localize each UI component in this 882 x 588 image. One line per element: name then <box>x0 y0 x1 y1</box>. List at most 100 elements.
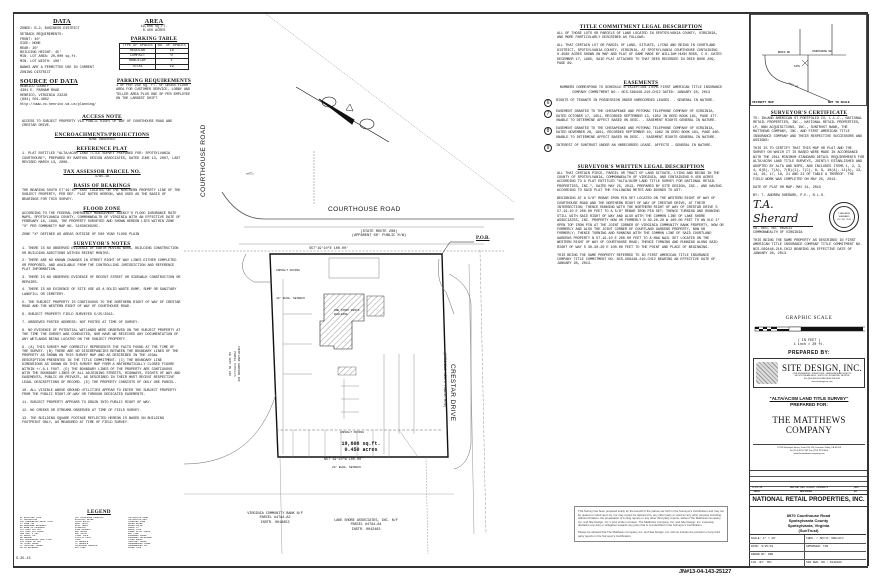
flood-zone-note: ZONE "X" DEFINED AS AREAS OUTSIDE OF 500… <box>22 232 140 237</box>
legend-entry: WATER METER <box>128 522 143 525</box>
legend-entry: SIGN <box>75 538 81 541</box>
pob-label: P.O.B. <box>476 236 490 241</box>
legend-entry: SE STORM SEWER <box>20 542 39 545</box>
svg-text:SITE: SITE <box>794 65 801 68</box>
svg-text:COURTHOUSE RD: COURTHOUSE RD <box>812 50 832 53</box>
legend-entry: CABLE TV <box>128 526 139 529</box>
sheet-code: S-25-13 <box>16 557 31 561</box>
legend-entry: GUY WIRE <box>75 546 86 549</box>
plat-label: ASPHALT PAVING <box>276 269 300 272</box>
legend-entry: ELEC TRANS <box>75 524 89 527</box>
legend-entry: R/W RIGHT OF WAY <box>20 540 42 543</box>
legend-entry: TEL TELEPHONE PEDESTAL <box>75 517 104 519</box>
legend-entry: GT GRATE TOP <box>20 534 36 537</box>
legend-entry: UTILITY POLE <box>75 536 91 539</box>
legend-entry: TELEPHONE MANHOLE <box>75 544 98 547</box>
parking-requirements-text: 1 SP PER 250 SQ. FT. OF GROSS FLOOR AREA… <box>116 83 191 102</box>
zoning-line: ZONED: B-2, BUSINESS DISTRICT <box>20 27 80 31</box>
drawing-info-table: SCALE: 1" = 20' CHKD. / APV'D: DRA/ACJ D… <box>749 534 866 567</box>
reference-plat-title: REFERENCE PLAT <box>76 146 128 153</box>
legend-entry: DROP INLET <box>75 522 89 525</box>
parking-table-title: PARKING TABLE <box>130 35 178 42</box>
building-label: ONE STORY BRICK BUILDING <box>334 309 360 317</box>
setback-rear: REAR: 20' <box>20 46 39 51</box>
encroachments-title: ENCROACHMENTS/PROJECTIONS <box>54 132 150 139</box>
exception-number-badge: 6 <box>544 98 552 107</box>
surveyor-signature: T.A. Sherard <box>753 198 813 227</box>
south-boundary-bearing: N57°19'10"W 100.00' <box>324 458 364 462</box>
prepared-by-block: PREPARED BY: SITE DESIGN, INC. CIVIL ENG… <box>753 350 865 456</box>
svg-text:TRIP RD: TRIP RD <box>788 82 799 89</box>
graphic-scale: GRAPHIC SCALE ( IN FEET ) 1 inch = 20 ft… <box>753 316 876 348</box>
building-height: BUILDING HEIGHT: 45' <box>20 51 62 56</box>
legal-column: TITLE COMMITMENT LEGAL DESCRIPTION ALL O… <box>544 24 725 270</box>
area-sqft: 19,606 SQ.FT. <box>140 25 168 29</box>
revision-date: 6-11-13 <box>752 486 763 489</box>
svg-text:BROCK RD: BROCK RD <box>778 51 791 54</box>
written-legal-p2: BEGINNING AT A 5/8" REBAR IRON PIN SET L… <box>557 197 724 250</box>
title-block: BROCK RD COURTHOUSE RD SITE TRIP RD VICI… <box>749 14 876 568</box>
info-approved: APPROVED: TAS <box>806 545 829 548</box>
legend-entry: STORM DRAIN <box>128 538 143 541</box>
crestar-drive-label: CRESTAR DRIVE <box>449 364 456 422</box>
scale-ratio: 1 inch = 20 ft. <box>793 343 825 348</box>
disclaimer-box: This Survey has been prepared solely for… <box>574 506 728 543</box>
legend-entry: GAS VALVE <box>75 532 87 535</box>
survey-note: 12. NO CREEKS OR STREAMS OBSERVED AT TIM… <box>22 408 142 413</box>
legend-entry: SS SANITARY SEWER <box>20 544 43 547</box>
certificate-body: THIS IS TO CERTIFY THAT THIS MAP OR PLAT… <box>753 146 865 182</box>
commonwealth-label: COMMONWEALTH OF VIRGINIA <box>753 231 803 236</box>
legend-entry: CATCH BASIN <box>75 520 90 523</box>
legend-entry: FIRE HYDRANT <box>75 528 91 531</box>
site-area-acres: 0.450 acres <box>344 447 378 453</box>
legend-entry: SD MANHOLE <box>75 540 89 543</box>
legend-entry: CT CURB TOP <box>20 522 35 525</box>
surveyors-notes-title: SURVEYOR'S NOTES <box>73 241 131 248</box>
revision-header-revision: REVISION <box>800 490 812 493</box>
legend-entry: FENCE LINE <box>128 528 142 531</box>
legend-entry: OVERHEAD POWER <box>128 534 147 537</box>
permitted-use: BANKS ARE A PERMITTED USE IN CURRENT ZON… <box>20 66 95 75</box>
disclaimer-p2: Please be advised that The Matthews Comp… <box>578 529 720 538</box>
legend-entry: WATER LINE <box>128 546 142 549</box>
survey-note: 7. OBSERVED POSTED ADDRESS: NOT POSTED A… <box>22 320 140 325</box>
legend-entry: INVERTED CURB <box>128 520 146 523</box>
flood-zone-title: FLOOD ZONE <box>83 205 121 212</box>
source-line: 4301 E. PARHAM ROAD <box>20 89 60 94</box>
certificate-title: SURVEYOR'S CERTIFICATE <box>770 110 848 116</box>
survey-note: 4. THERE IS NO EVIDENCE OF SITE USE AS A… <box>22 288 177 297</box>
area-acres: 0.450 ACRES <box>142 29 166 34</box>
written-legal-p3: THIS BEING THE SAME PROPERTY REFERRED TO… <box>557 253 716 267</box>
plat-label: ASPHALT PAVING <box>340 431 364 434</box>
survey-note: 6. SUBJECT PROPERTY FIELD SURVEYED 5/25/… <box>22 313 115 318</box>
info-drawn-by: DRAWN BY: DRA <box>751 553 774 556</box>
title-commitment-title: TITLE COMMITMENT LEGAL DESCRIPTION <box>579 24 703 30</box>
access-note-title: ACCESS NOTE <box>82 114 122 120</box>
revision-header-by: BY <box>854 490 857 493</box>
exception-number-badge: 7 <box>544 110 552 119</box>
title-commitment-p1: ALL OF THOSE LOTS OR PARCELS OF LAND LOC… <box>557 32 718 41</box>
tax-parcel-title: TAX ASSESSOR PARCEL NO. <box>63 168 141 175</box>
area-block: AREA 19,606 SQ.FT. 0.450 ACRES PARKING T… <box>114 18 194 101</box>
legend-entry: ELECTRIC METER <box>75 518 94 521</box>
basis-of-bearings-text: THE BEARING SOUTH 57°19'10" EAST LOCATED… <box>22 188 181 202</box>
svg-text:VICINITY MAP: VICINITY MAP <box>752 101 774 104</box>
registration-number: VA. REG. NO. 002511 <box>753 227 793 231</box>
survey-note: 13. THE BUILDING SQUARE FOOTAGE REFLECTE… <box>22 416 164 426</box>
flood-zone-text: ACCORDING TO THE FEDERAL EMERGENCY MANAG… <box>22 211 181 229</box>
survey-note: 11. SUBJECT PROPERTY APPEARS TO DRAIN IN… <box>22 401 152 406</box>
date-of-plat: DATE OF PLAT OR MAP: MAY 31, 2013 <box>753 185 821 190</box>
legend-entry: WATER VALVE <box>128 524 143 527</box>
vicinity-map: BROCK RD COURTHOUSE RD SITE TRIP RD VICI… <box>750 14 867 106</box>
info-dwg-number: SDI DWG. NO.: S130108 <box>806 561 842 564</box>
source-url[interactable]: http://www.co.henrico.va.us/planning/ <box>20 102 97 107</box>
tax-parcel-number: 47A5-1A <box>94 174 110 179</box>
written-legal-title: SURVEYOR'S WRITTEN LEGAL DESCRIPTION <box>577 163 705 170</box>
legend-entry: SS MANHOLE <box>75 542 89 545</box>
